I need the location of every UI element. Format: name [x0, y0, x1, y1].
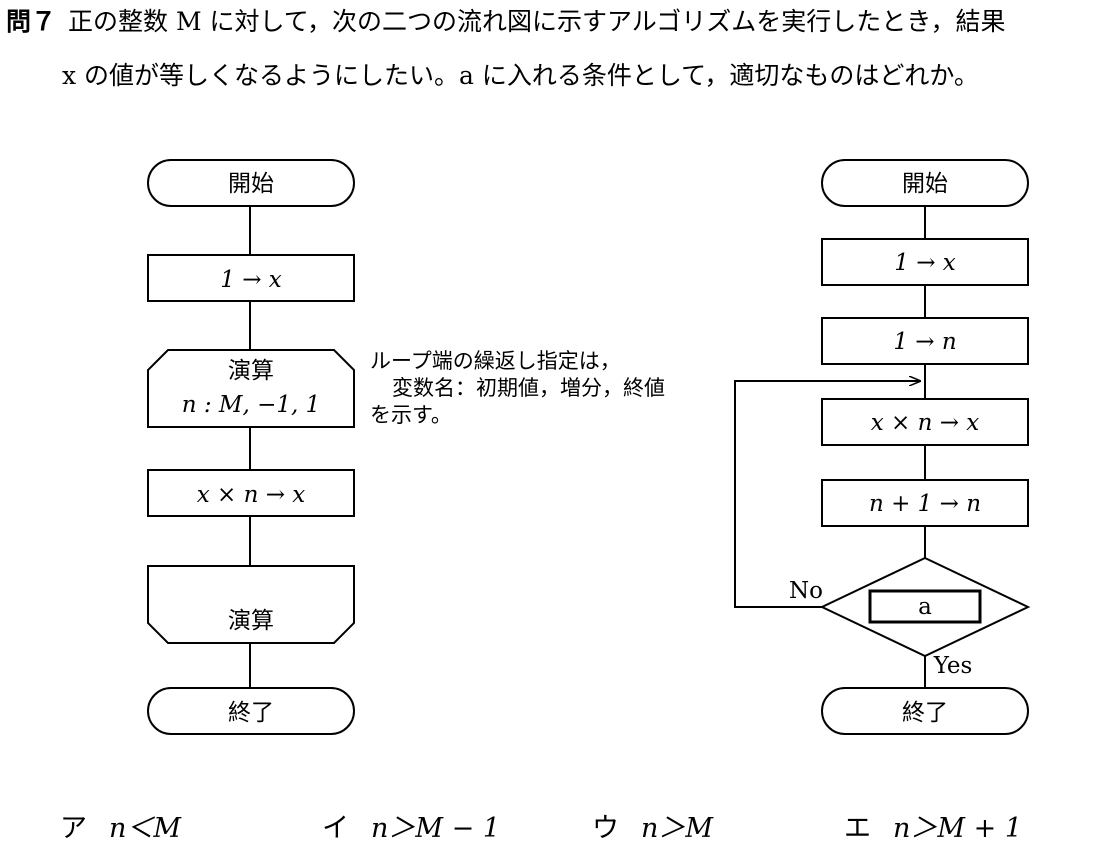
question-line-1: 問７ 正の整数 M に対して，次の二つの流れ図に示すアルゴリズムを実行したとき，結… [6, 2, 1006, 38]
question-text-2: x の値が等しくなるようにしたい。a に入れる条件として，適切なものはどれか。 [62, 61, 979, 90]
choice-a-key: ア [60, 813, 87, 844]
choice-b-text: n＞M − 1 [371, 813, 501, 844]
question-text-1: 正の整数 M に対して，次の二つの流れ図に示すアルゴリズムを実行したとき，結果 [68, 7, 1006, 36]
right-init-n-label: 1 → n [893, 329, 956, 355]
loop-note-line-2: 変数名：初期値，増分，終値 [392, 376, 665, 400]
right-loop-back-arrow [734, 381, 920, 608]
loop-note-line-3: を示す。 [370, 403, 452, 427]
left-multiply-label: x × n → x [197, 482, 306, 508]
right-init-x-label: 1 → x [894, 250, 956, 276]
left-loop-open [147, 349, 355, 428]
choice-d-key: エ [844, 813, 871, 844]
right-condition-label: a [918, 594, 932, 620]
left-start-label: 開始 [228, 171, 274, 197]
choice-a[interactable]: ア n＜M [60, 806, 181, 845]
left-end-label: 終了 [228, 700, 274, 726]
choice-c[interactable]: ウ n＞M [592, 806, 713, 845]
left-start-terminal [147, 159, 355, 207]
left-init-x-box [147, 254, 355, 302]
right-flowchart [734, 159, 1031, 735]
right-decision-diamond [819, 556, 1031, 658]
right-end-terminal [821, 687, 1029, 735]
right-condition-blank [868, 589, 982, 624]
right-init-x-box [821, 238, 1029, 286]
right-multiply-box [821, 398, 1029, 446]
loop-note: ループ端の繰返し指定は， 変数名：初期値，増分，終値 を示す。 [370, 348, 665, 429]
choice-d-text: n＞M + 1 [893, 813, 1023, 844]
right-flowchart-text: 開始 1 → x 1 → n x × n → x n + 1 → n a No … [789, 171, 981, 726]
choice-b-key: イ [322, 813, 349, 844]
left-multiply-box [147, 469, 355, 517]
right-multiply-label: x × n → x [871, 410, 980, 436]
left-end-terminal [147, 687, 355, 735]
loop-note-line-1: ループ端の繰返し指定は， [370, 349, 621, 373]
right-start-terminal [821, 159, 1029, 207]
choice-c-key: ウ [592, 813, 619, 844]
question-label: 問７ [6, 7, 57, 36]
choice-b[interactable]: イ n＞M − 1 [322, 806, 500, 845]
left-loop-open-title: 演算 [228, 358, 274, 384]
choice-c-text: n＞M [641, 813, 714, 844]
choice-a-text: n＜M [109, 813, 182, 844]
right-init-n-box [821, 317, 1029, 365]
right-increment-label: n + 1 → n [869, 491, 981, 517]
left-flowchart-text: 開始 1 → x 演算 n : M, −1, 1 x × n → x 演算 終了 [182, 171, 321, 726]
right-no-label: No [789, 578, 823, 604]
choice-d[interactable]: エ n＞M + 1 [844, 806, 1022, 845]
right-yes-label: Yes [933, 653, 973, 679]
left-loop-open-params: n : M, −1, 1 [182, 392, 321, 418]
left-flowchart [147, 159, 355, 735]
question-line-2: x の値が等しくなるようにしたい。a に入れる条件として，適切なものはどれか。 [62, 56, 979, 92]
right-start-label: 開始 [902, 171, 948, 197]
right-increment-box [821, 479, 1029, 527]
left-init-x-label: 1 → x [220, 267, 282, 293]
left-loop-close-title: 演算 [228, 608, 274, 634]
right-end-label: 終了 [902, 700, 948, 726]
left-loop-close [147, 565, 355, 644]
